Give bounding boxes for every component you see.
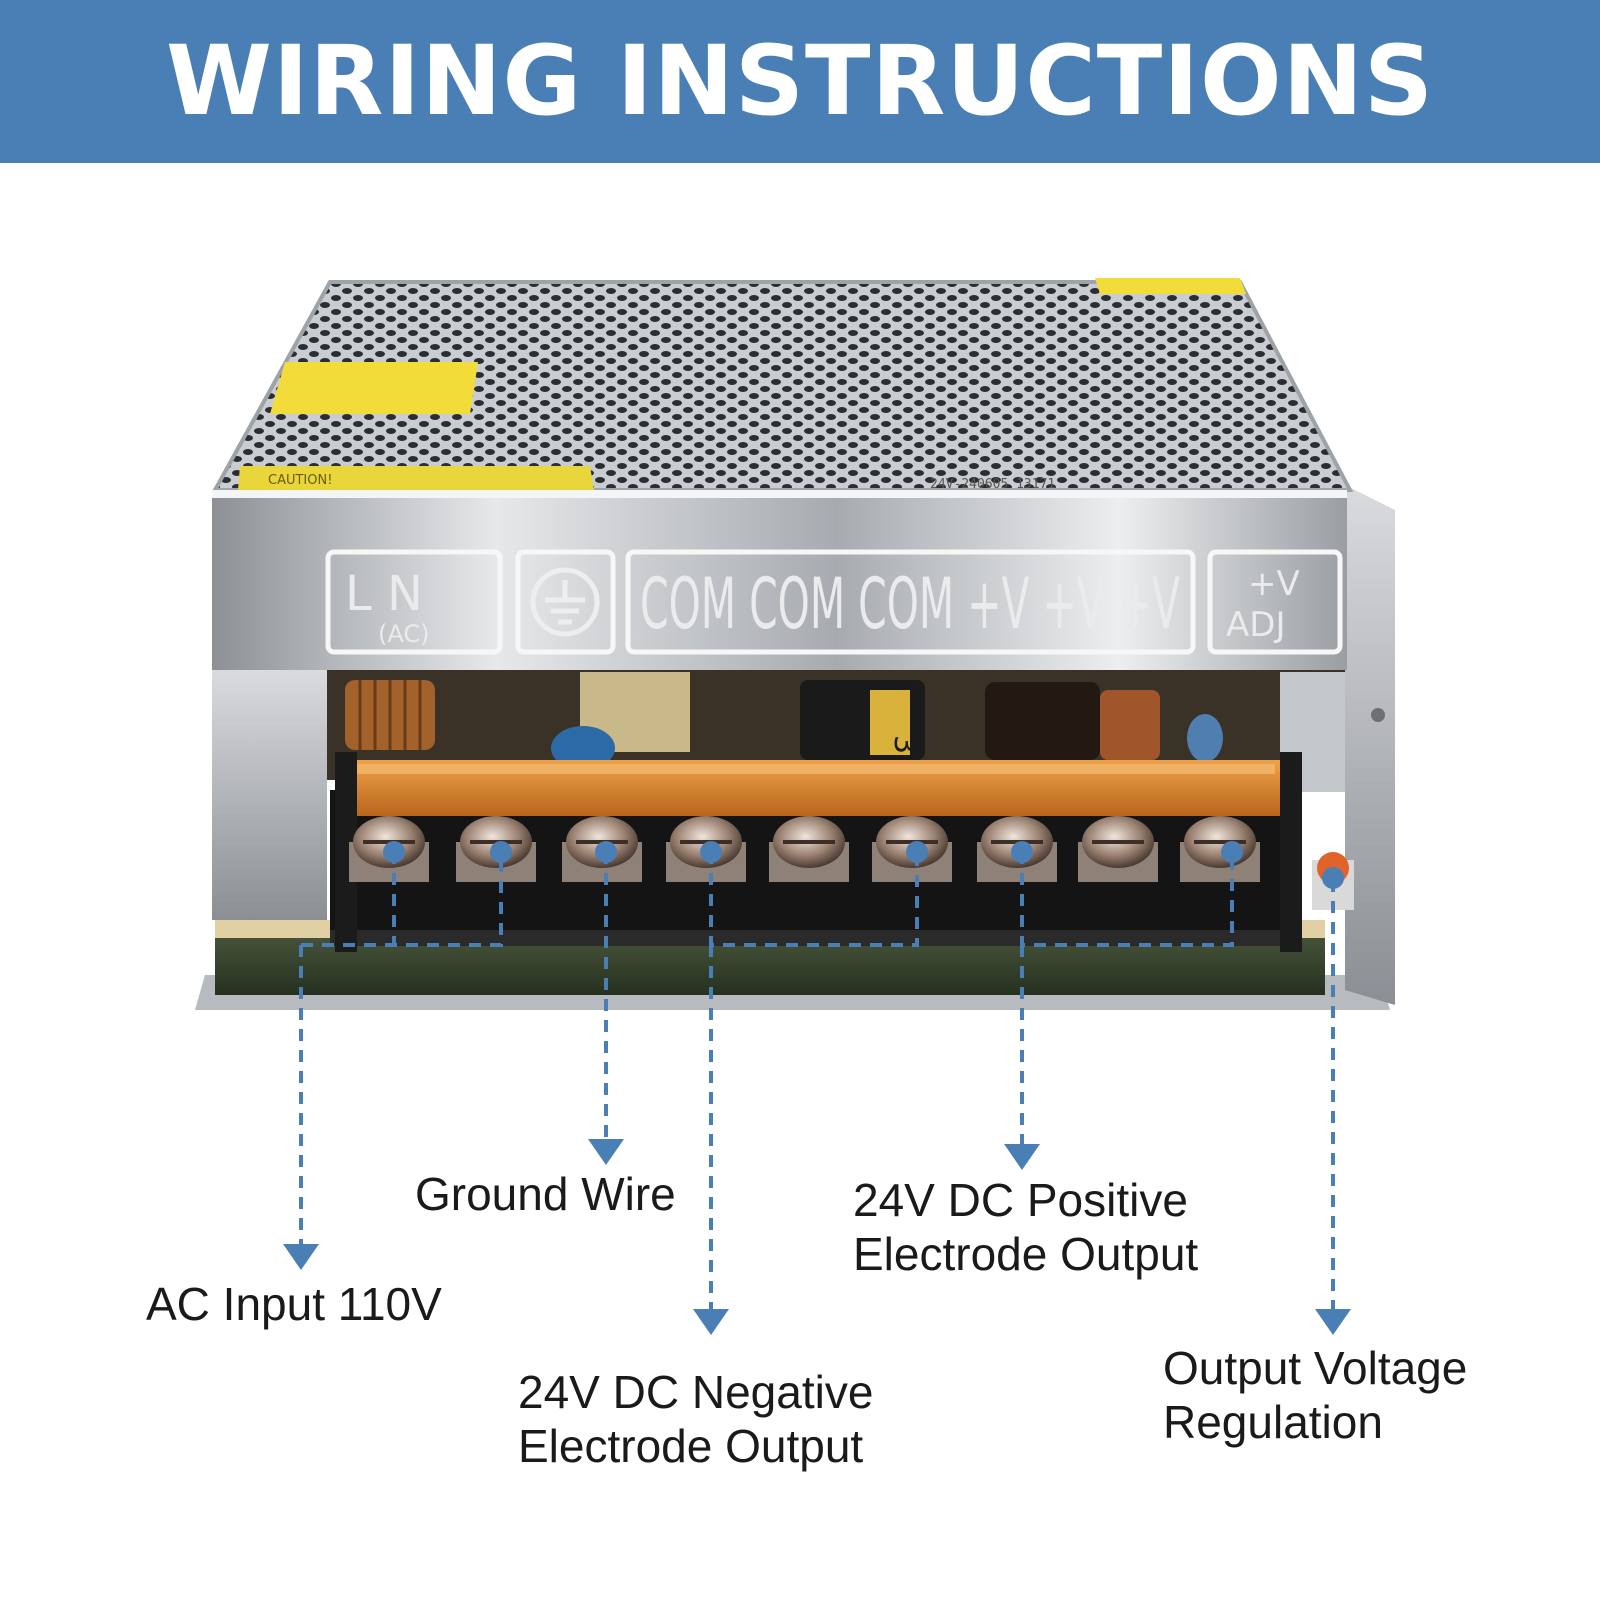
ac-arrow-icon bbox=[283, 1244, 319, 1270]
callout-ac-input: AC Input 110V bbox=[146, 1278, 442, 1330]
callout-negative-line2: Electrode Output bbox=[518, 1420, 864, 1472]
output-terminals-label: COM COM COM +V +V +V bbox=[640, 563, 1180, 645]
regulation-arrow-icon bbox=[1315, 1309, 1351, 1335]
positive-bracket-line bbox=[1020, 852, 1234, 947]
negative-arrow-icon bbox=[693, 1309, 729, 1335]
callout-regulation-line1: Output Voltage bbox=[1163, 1342, 1468, 1394]
ventilation-grille bbox=[215, 282, 1350, 490]
warning-sticker bbox=[270, 362, 478, 414]
model-number: 24V-240605 13171 bbox=[930, 477, 1055, 492]
adj-label: +V bbox=[1248, 564, 1300, 604]
caution-text: CAUTION! bbox=[268, 473, 332, 488]
callout-regulation-line2: Regulation bbox=[1163, 1396, 1383, 1448]
terminal-marker-dot-8 bbox=[1322, 867, 1344, 889]
ground-symbol-icon bbox=[530, 567, 600, 637]
callout-ground-wire: Ground Wire bbox=[415, 1168, 676, 1220]
page-title: WIRING INSTRUCTIONS bbox=[165, 25, 1435, 137]
terminal-marker-dot-2 bbox=[490, 841, 512, 863]
terminal-marker-dot-3 bbox=[595, 841, 617, 863]
terminal-marker-dot-6 bbox=[1011, 841, 1033, 863]
ac-terminal-sublabel: (AC) bbox=[378, 620, 429, 648]
callout-positive-line1: 24V DC Positive bbox=[853, 1174, 1188, 1226]
ac-terminal-label: L N bbox=[345, 566, 423, 622]
caution-sticker bbox=[238, 466, 594, 490]
header-banner: WIRING INSTRUCTIONS bbox=[0, 0, 1600, 163]
callout-positive-line2: Electrode Output bbox=[853, 1228, 1199, 1280]
terminal-marker-dot-4 bbox=[700, 841, 722, 863]
terminal-screw-4 bbox=[666, 816, 746, 882]
terminal-marker-dot-5 bbox=[906, 841, 928, 863]
ground-arrow-icon bbox=[588, 1139, 624, 1165]
case-side-wall bbox=[1345, 485, 1395, 1005]
terminal-screw-6 bbox=[872, 816, 952, 882]
terminal-screw-5 bbox=[769, 816, 849, 882]
terminal-screw-2 bbox=[456, 816, 536, 882]
terminal-marker-dot-1 bbox=[383, 841, 405, 863]
front-label-panel bbox=[212, 490, 1347, 670]
terminal-marker-dot-7 bbox=[1221, 841, 1243, 863]
ac-bracket-line bbox=[392, 852, 503, 947]
terminal-screw-8 bbox=[1078, 816, 1158, 882]
terminal-screw-9 bbox=[1180, 816, 1260, 882]
adj-sublabel: ADJ bbox=[1226, 605, 1285, 645]
positive-arrow-icon bbox=[1004, 1144, 1040, 1170]
callout-negative-line1: 24V DC Negative bbox=[518, 1366, 874, 1418]
terminal-screw-1 bbox=[349, 816, 429, 882]
negative-bracket-line bbox=[709, 852, 919, 947]
